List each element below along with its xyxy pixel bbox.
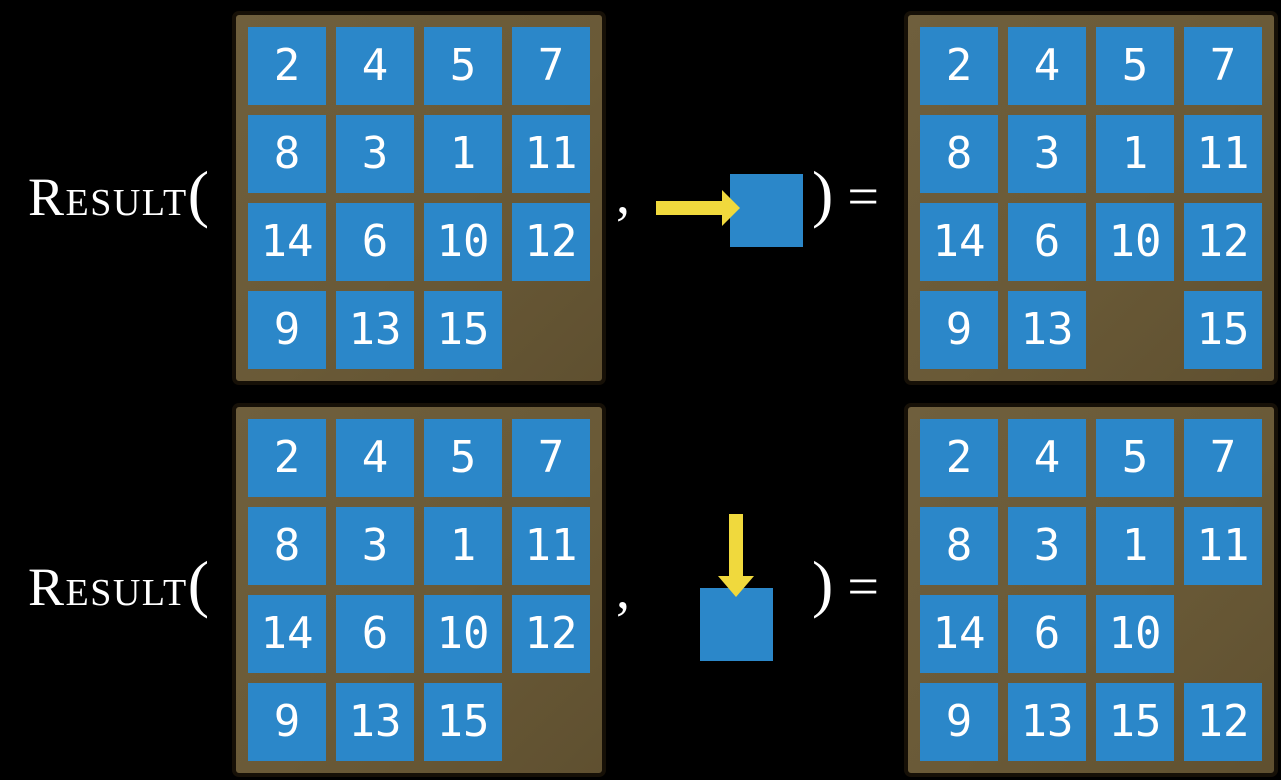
puzzle-tile: 7: [512, 419, 590, 497]
puzzle-tile: 9: [248, 683, 326, 761]
close-equals-2: ) =: [812, 552, 879, 616]
puzzle-tile: 6: [1008, 595, 1086, 673]
puzzle-tile: 6: [336, 595, 414, 673]
comma-1: ,: [616, 164, 630, 226]
puzzle-tile: 3: [336, 507, 414, 585]
puzzle-tile: 12: [512, 203, 590, 281]
puzzle-tile: 4: [336, 419, 414, 497]
puzzle-tile: 15: [424, 683, 502, 761]
open-paren: (: [187, 158, 210, 229]
puzzle-tile: 5: [1096, 419, 1174, 497]
function-name: Result: [28, 167, 188, 227]
puzzle-tile: 8: [248, 115, 326, 193]
empty-cell: [512, 683, 590, 761]
result-label-2: Result(: [28, 552, 209, 616]
puzzle-tile: 2: [920, 27, 998, 105]
puzzle-tile: 3: [336, 115, 414, 193]
puzzle-tile: 13: [1008, 291, 1086, 369]
puzzle-tile: 11: [512, 507, 590, 585]
puzzle-tile: 2: [920, 419, 998, 497]
empty-cell: [512, 291, 590, 369]
puzzle-tile: 12: [1184, 683, 1262, 761]
puzzle-tile: 9: [920, 683, 998, 761]
function-name: Result: [28, 557, 188, 617]
equals-sign: =: [847, 166, 879, 228]
puzzle-tile: 9: [920, 291, 998, 369]
puzzle-tile: 11: [1184, 115, 1262, 193]
close-equals-1: ) =: [812, 162, 879, 226]
puzzle-tile: 15: [424, 291, 502, 369]
puzzle-tile: 1: [1096, 115, 1174, 193]
puzzle-tile: 4: [1008, 27, 1086, 105]
puzzle-tile: 7: [1184, 419, 1262, 497]
puzzle-tile: 15: [1184, 291, 1262, 369]
puzzle-tile: 1: [1096, 507, 1174, 585]
puzzle-tile: 10: [424, 203, 502, 281]
puzzle-tile: 14: [248, 203, 326, 281]
puzzle-tile: 2: [248, 27, 326, 105]
empty-cell: [1184, 595, 1262, 673]
puzzle-tile: 5: [424, 27, 502, 105]
puzzle-tile: 14: [920, 595, 998, 673]
puzzle-tile: 12: [512, 595, 590, 673]
puzzle-tile: 10: [424, 595, 502, 673]
comma-2: ,: [616, 559, 630, 621]
puzzle-tile: 15: [1096, 683, 1174, 761]
puzzle-tile: 14: [248, 595, 326, 673]
puzzle-tile: 5: [1096, 27, 1174, 105]
puzzle-tile: 3: [1008, 115, 1086, 193]
puzzle-tile: 6: [336, 203, 414, 281]
open-paren: (: [187, 548, 210, 619]
puzzle-tile: 6: [1008, 203, 1086, 281]
puzzle-tile: 8: [248, 507, 326, 585]
puzzle-tile: 14: [920, 203, 998, 281]
puzzle-tile: 13: [336, 291, 414, 369]
puzzle-tile: 9: [248, 291, 326, 369]
move-tile-2: [700, 588, 773, 661]
puzzle-tile: 7: [512, 27, 590, 105]
result-label-1: Result(: [28, 162, 209, 226]
puzzle-tile: 11: [512, 115, 590, 193]
puzzle-tile: 8: [920, 507, 998, 585]
puzzle-tile: 10: [1096, 595, 1174, 673]
puzzle-tile: 11: [1184, 507, 1262, 585]
puzzle-tile: 5: [424, 419, 502, 497]
puzzle-tile: 13: [336, 683, 414, 761]
empty-cell: [1096, 291, 1174, 369]
puzzle-tile: 1: [424, 507, 502, 585]
puzzle-tile: 12: [1184, 203, 1262, 281]
puzzle-tile: 4: [336, 27, 414, 105]
puzzle-tile: 8: [920, 115, 998, 193]
puzzle-tile: 1: [424, 115, 502, 193]
puzzle-tile: 13: [1008, 683, 1086, 761]
arrow-down-icon: [718, 514, 754, 597]
arrow-right-icon: [656, 190, 740, 226]
puzzle-tile: 2: [248, 419, 326, 497]
puzzle-tile: 7: [1184, 27, 1262, 105]
puzzle-tile: 10: [1096, 203, 1174, 281]
move-tile-1: [730, 174, 803, 247]
puzzle-tile: 4: [1008, 419, 1086, 497]
equals-sign: =: [847, 556, 879, 618]
puzzle-tile: 3: [1008, 507, 1086, 585]
close-paren: ): [812, 158, 834, 229]
close-paren: ): [812, 548, 834, 619]
